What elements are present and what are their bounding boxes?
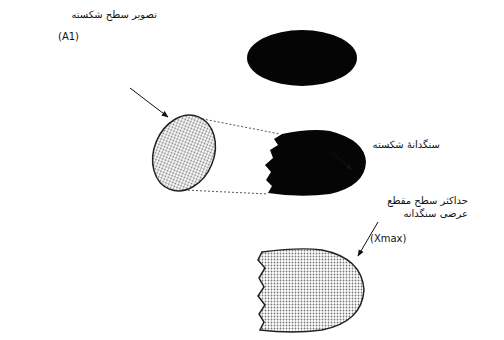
callout-label: تصویر سطح شکسته	[52, 8, 157, 21]
leader-arrow	[332, 152, 352, 170]
leader-arrow	[130, 88, 168, 117]
broken-aggregate	[265, 130, 366, 196]
callout-label: (Xmax)	[370, 232, 430, 245]
projection-line	[184, 190, 268, 194]
cross-section	[258, 249, 364, 332]
callout-label: (A1)	[58, 30, 98, 43]
aggregate	[247, 30, 357, 86]
fracture-surface	[142, 106, 227, 201]
callout-label: سنگدانهٔ شکسته	[335, 138, 440, 151]
callout-label: حداکثر سطح مقطع عرضی سنگدانه	[368, 194, 468, 220]
